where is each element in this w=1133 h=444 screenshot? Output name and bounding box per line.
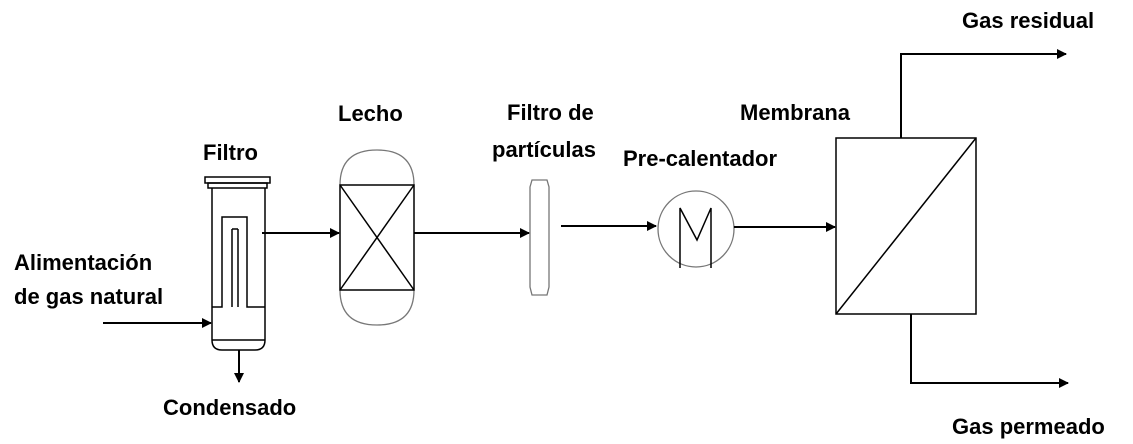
- packed-bed: [339, 149, 415, 326]
- preheater: [657, 190, 735, 268]
- residual-gas-arrow: [900, 49, 1067, 138]
- membrane-module: [835, 137, 977, 315]
- label-filtro-particulas-line1: Filtro de: [507, 100, 594, 125]
- label-lecho: Lecho: [338, 101, 403, 126]
- label-alimentacion-line1: Alimentación: [14, 250, 152, 275]
- label-alimentacion-line2: de gas natural: [14, 284, 163, 309]
- permeate-gas-arrow: [910, 314, 1069, 388]
- label-membrana: Membrana: [740, 100, 851, 125]
- process-lines: [103, 49, 1069, 388]
- label-condensado: Condensado: [163, 395, 296, 420]
- label-precalentador: Pre-calentador: [623, 146, 777, 171]
- label-gas-residual: Gas residual: [962, 8, 1094, 33]
- particle-filter: [529, 179, 550, 296]
- label-filtro-particulas-line2: partículas: [492, 137, 596, 162]
- filter-vessel: [204, 176, 271, 351]
- label-filtro: Filtro: [203, 140, 258, 165]
- label-gas-permeado: Gas permeado: [952, 414, 1105, 439]
